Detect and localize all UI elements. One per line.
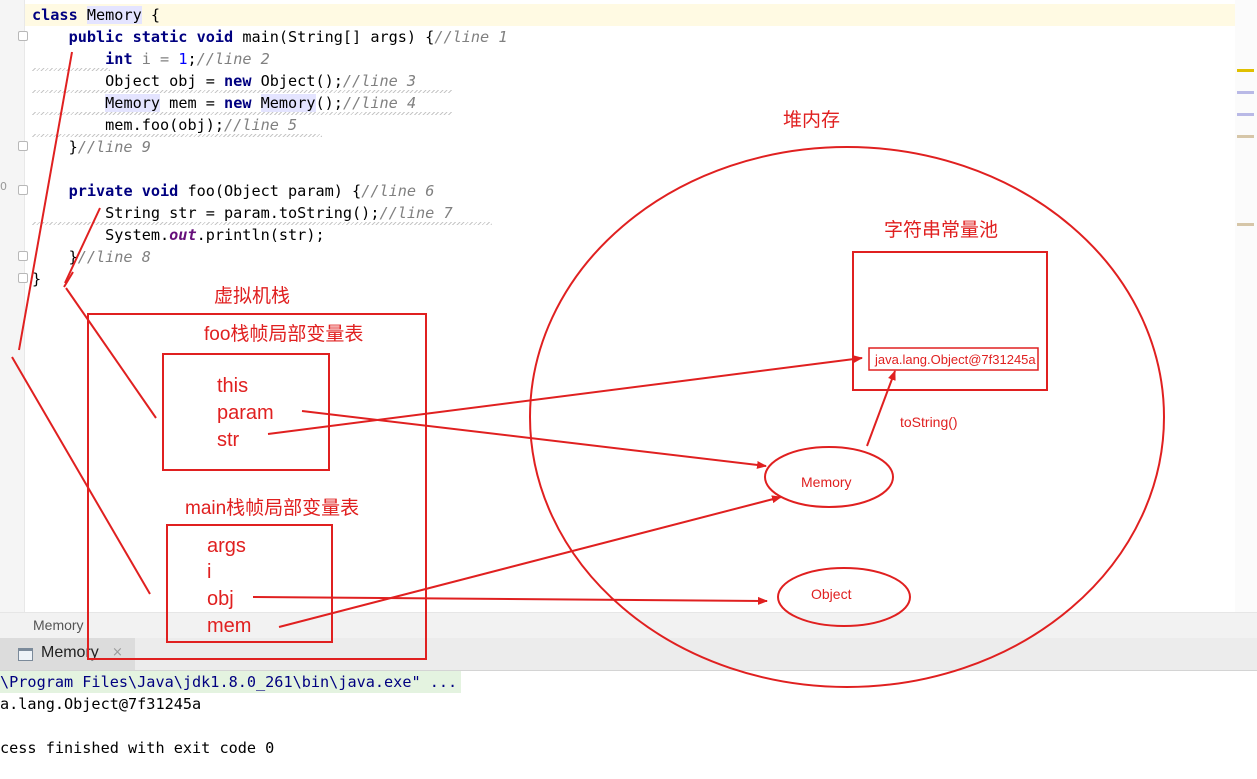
breadcrumb[interactable]: Memory (0, 612, 1257, 639)
error-stripe-marker[interactable] (1237, 91, 1254, 94)
error-stripe-marker[interactable] (1237, 223, 1254, 226)
code-line[interactable]: public static void main(String[] args) {… (32, 26, 508, 48)
error-stripe-marker[interactable] (1237, 135, 1254, 138)
current-line-highlight (25, 4, 1235, 26)
code-line[interactable] (32, 158, 508, 180)
run-tab-bar: Memory × (0, 638, 1257, 671)
code-token: int (105, 50, 142, 68)
fold-marker-icon[interactable] (18, 251, 28, 261)
code-token: new (224, 72, 261, 90)
code-line[interactable]: } (32, 268, 508, 290)
code-line[interactable]: }//line 8 (32, 246, 508, 268)
console-output-line: a.lang.Object@7f31245a (0, 695, 202, 713)
close-icon[interactable]: × (112, 645, 123, 660)
code-token: i = (141, 50, 179, 68)
code-token: //line 5 (224, 116, 298, 134)
code-token: //line 4 (342, 94, 417, 112)
run-console[interactable]: \Program Files\Java\jdk1.8.0_261\bin\jav… (0, 671, 1257, 779)
code-token (32, 28, 69, 46)
warning-squiggle (32, 68, 110, 71)
code-editor[interactable]: 0 class Memory { public static void main… (0, 0, 1257, 612)
gutter-mark: 0 (0, 180, 7, 193)
console-command-line[interactable]: \Program Files\Java\jdk1.8.0_261\bin\jav… (0, 671, 462, 693)
code-token: Memory (260, 94, 316, 112)
code-token: String str = param.toString(); (32, 204, 380, 222)
fold-marker-icon[interactable] (18, 141, 28, 151)
code-token: out (169, 226, 197, 244)
console-exit-line: cess finished with exit code 0 (0, 739, 275, 757)
code-token: public static void (68, 28, 243, 46)
fold-marker-icon[interactable] (18, 31, 28, 41)
code-token: (); (315, 94, 343, 112)
code-token: Memory (105, 94, 161, 112)
code-line[interactable]: String str = param.toString();//line 7 (32, 202, 508, 224)
code-token: //line 1 (434, 28, 508, 46)
code-line[interactable]: System.out.println(str); (32, 224, 508, 246)
code-token: mem.foo(obj); (32, 116, 225, 134)
code-line[interactable]: mem.foo(obj);//line 5 (32, 114, 508, 136)
error-stripe-marker[interactable] (1237, 69, 1254, 72)
fold-marker-icon[interactable] (18, 273, 28, 283)
code-token: System. (32, 226, 170, 244)
code-line[interactable]: }//line 9 (32, 136, 508, 158)
code-token: mem = (160, 94, 225, 112)
code-lines[interactable]: class Memory { public static void main(S… (32, 4, 508, 290)
code-token (32, 50, 105, 68)
code-token: 1 (178, 50, 188, 68)
code-token: { (141, 6, 161, 24)
code-line[interactable]: Object obj = new Object();//line 3 (32, 70, 508, 92)
code-token: //line 9 (77, 138, 151, 156)
code-token: } (32, 138, 78, 156)
code-token: ; (187, 50, 197, 68)
editor-gutter: 0 (0, 0, 28, 612)
code-line[interactable]: int i = 1;//line 2 (32, 48, 508, 70)
code-token: //line 7 (379, 204, 453, 222)
code-token: //line 3 (342, 72, 417, 90)
editor-scrollbar[interactable] (1235, 0, 1257, 612)
code-token: class (32, 6, 87, 24)
code-token: main(String[] args) { (242, 28, 435, 46)
fold-marker-icon[interactable] (18, 185, 28, 195)
breadcrumb-item[interactable]: Memory (33, 617, 84, 633)
code-token (32, 182, 69, 200)
code-token: //line 2 (196, 50, 270, 68)
tab-run-memory[interactable]: Memory × (0, 638, 135, 670)
code-token (32, 94, 105, 112)
code-line[interactable]: private void foo(Object param) {//line 6 (32, 180, 508, 202)
code-token: Object(); (260, 72, 343, 90)
run-tab-label: Memory (41, 644, 99, 661)
warning-squiggle (32, 112, 452, 115)
warning-squiggle (32, 222, 492, 225)
code-token: } (32, 270, 42, 288)
code-token: Memory (86, 6, 142, 24)
code-token: new (224, 94, 261, 112)
code-token: //line 6 (361, 182, 435, 200)
code-line[interactable]: class Memory { (32, 4, 508, 26)
warning-squiggle (32, 134, 322, 137)
error-stripe-marker[interactable] (1237, 113, 1254, 116)
console-window-icon (18, 648, 33, 661)
code-line[interactable]: Memory mem = new Memory();//line 4 (32, 92, 508, 114)
code-token: private void (68, 182, 188, 200)
code-token: Object obj = (32, 72, 225, 90)
code-token: foo(Object param) { (187, 182, 362, 200)
code-token: //line 8 (77, 248, 151, 266)
code-token: .println(str); (196, 226, 325, 244)
code-token: } (32, 248, 78, 266)
warning-squiggle (32, 90, 452, 93)
